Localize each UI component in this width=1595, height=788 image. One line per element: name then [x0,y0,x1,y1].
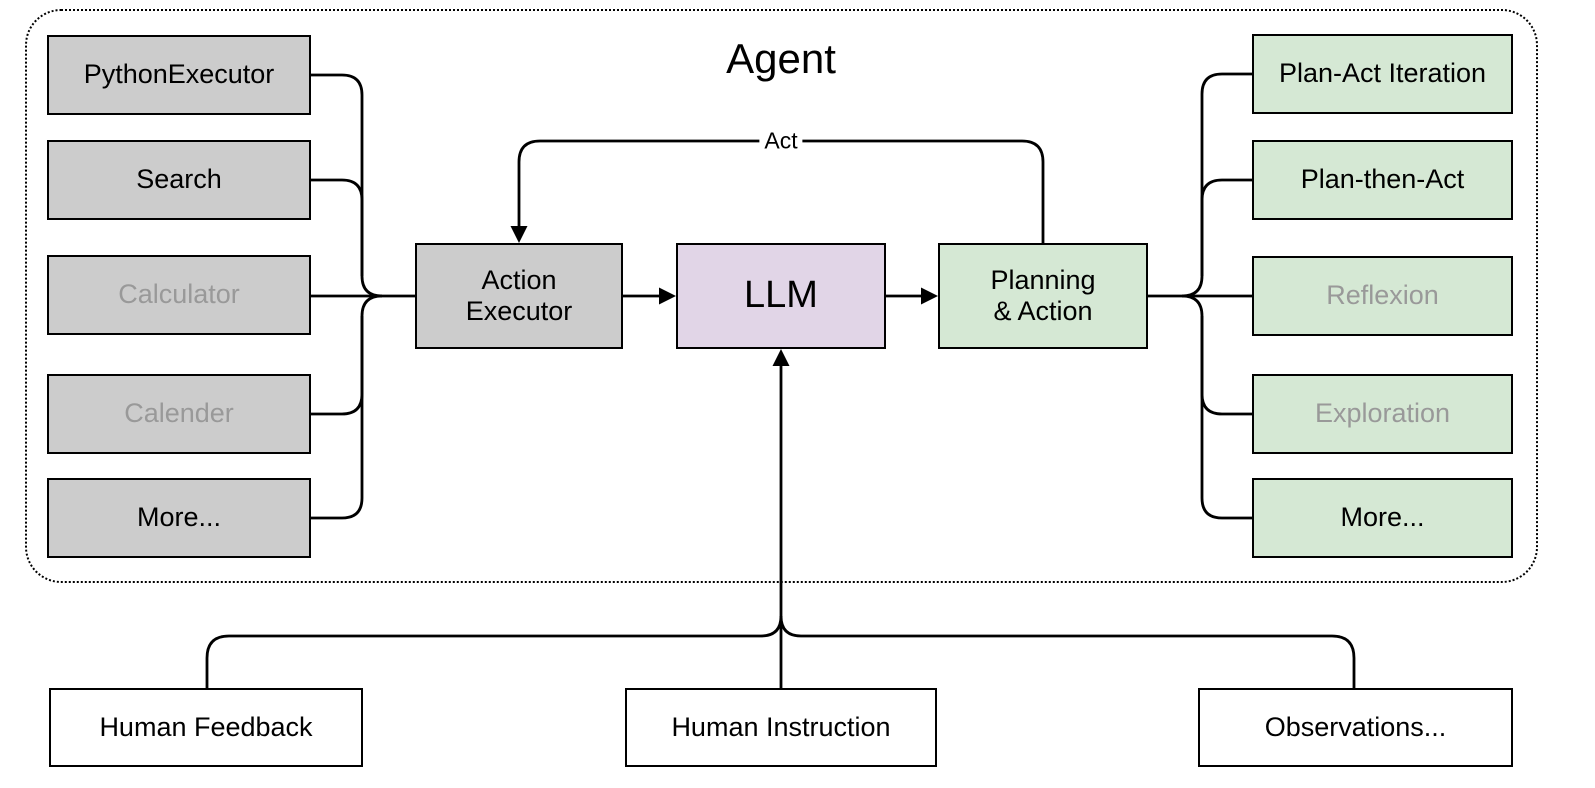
core-box-planning-action: Planning & Action [938,243,1148,349]
connector-pythonexecutor [311,73,383,298]
strategy-box-reflexion: Reflexion [1252,256,1513,336]
connector-plan-then-act [1200,178,1252,276]
input-box-human-feedback: Human Feedback [49,688,363,767]
tool-box-calender: Calender [47,374,311,454]
strategy-box-plan-then-act: Plan-then-Act [1252,140,1513,220]
tool-box-pythonexecutor: PythonExecutor [47,35,311,115]
connector-search [311,178,364,276]
connector-strategies-more [1200,316,1252,520]
arrowhead-llm-to-planning [921,287,938,305]
core-box-action-executor: Action Executor [415,243,623,349]
agent-boundary-frame [25,9,1538,583]
tool-box-calculator: Calculator [47,255,311,335]
arrowhead-act-loop [510,226,528,243]
tool-box-search: Search [47,140,311,220]
agent-title: Agent [726,35,836,82]
arrowhead-executor-to-llm [659,287,676,305]
input-box-observations: Observations... [1198,688,1513,767]
act-edge-label: Act [759,127,803,155]
strategy-box-plan-act-iteration: Plan-Act Iteration [1252,34,1513,114]
connector-observations [779,615,1356,688]
connector-human-feedback [205,615,783,688]
input-box-human-instruction: Human Instruction [625,688,937,767]
strategy-box-more: More... [1252,478,1513,558]
arrowhead-into-llm [772,349,790,366]
core-box-llm: LLM [676,243,886,349]
strategy-box-exploration: Exploration [1252,374,1513,454]
connector-plan-act-iteration [1181,72,1252,298]
tool-box-more: More... [47,478,311,558]
connector-tools-more [311,316,364,520]
